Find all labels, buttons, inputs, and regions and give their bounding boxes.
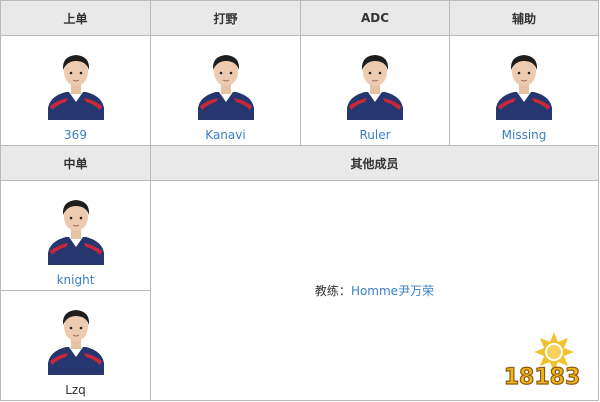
header-top-label: 上单 — [63, 11, 88, 26]
player-name-mid-sub: Lzq — [65, 383, 86, 397]
watermark-text: 18183 — [504, 365, 581, 390]
header-others-label: 其他成员 — [350, 156, 399, 171]
player-card-adc: Ruler — [300, 35, 450, 146]
other-members-cell: 教练：Homme尹万荣 — [150, 180, 599, 401]
player-photo-icon — [47, 54, 104, 120]
header-mid-label: 中单 — [63, 156, 88, 171]
coach-name-link[interactable]: Homme尹万荣 — [350, 284, 435, 298]
player-photo-icon — [346, 54, 404, 120]
header-others: 其他成员 — [150, 145, 599, 181]
coach-label: 教练： — [314, 284, 351, 298]
player-card-top: 369 — [0, 35, 151, 146]
player-name-support[interactable]: Missing — [501, 128, 547, 142]
player-name-mid[interactable]: knight — [56, 273, 95, 287]
header-top: 上单 — [0, 0, 151, 36]
header-adc: ADC — [300, 0, 450, 36]
player-name-top[interactable]: 369 — [64, 128, 87, 142]
player-name-adc[interactable]: Ruler — [359, 128, 391, 142]
player-card-mid-sub: Lzq — [0, 290, 151, 401]
player-card-mid: knight — [0, 180, 151, 291]
header-jungle-label: 打野 — [213, 11, 238, 26]
player-card-support: Missing — [449, 35, 599, 146]
player-photo-icon — [495, 54, 553, 120]
header-support-label: 辅助 — [511, 11, 536, 26]
player-photo-icon — [47, 199, 104, 265]
header-adc-label: ADC — [360, 11, 390, 25]
header-mid: 中单 — [0, 145, 151, 181]
player-photo-icon — [197, 54, 254, 120]
player-card-jungle: Kanavi — [150, 35, 301, 146]
player-name-jungle[interactable]: Kanavi — [205, 128, 246, 142]
watermark-logo-icon: 18183 — [503, 332, 581, 390]
player-photo-icon — [47, 309, 104, 375]
header-jungle: 打野 — [150, 0, 301, 36]
header-support: 辅助 — [449, 0, 599, 36]
